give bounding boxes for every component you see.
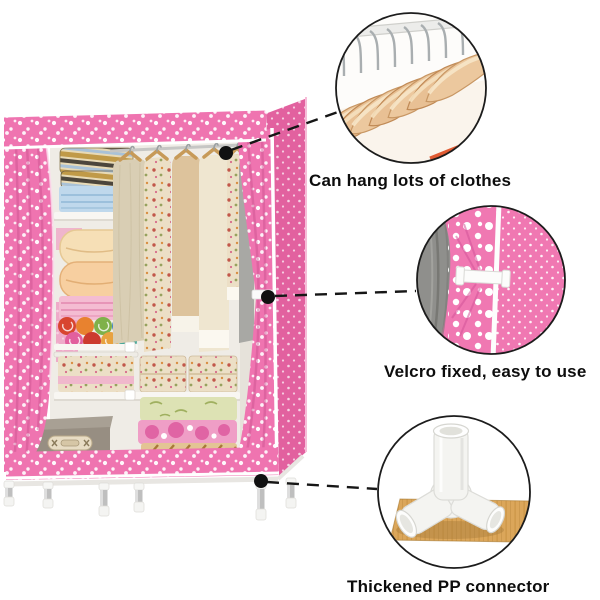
callout-circle-hangers xyxy=(335,12,487,164)
wardrobe xyxy=(3,95,307,521)
anchor-dot-hangers xyxy=(219,146,233,160)
legs xyxy=(3,454,305,521)
velcro-strap xyxy=(455,266,511,288)
clothes-rod xyxy=(109,143,243,153)
wardrobe-top-band xyxy=(3,107,267,150)
pp-connector xyxy=(395,423,506,538)
callout-leaders xyxy=(230,110,417,491)
caption-velcro: Velcro fixed, easy to use xyxy=(384,362,587,381)
caption-connector: Thickened PP connector xyxy=(347,577,550,596)
wardrobe-bottom-band xyxy=(5,447,280,480)
callout-circle-connector xyxy=(377,415,531,569)
leader-line-connector xyxy=(266,480,378,491)
callout-circle-velcro xyxy=(416,205,566,355)
shelf xyxy=(53,341,139,358)
left-curtain xyxy=(4,140,55,472)
caption-hangers: Can hang lots of clothes xyxy=(309,171,512,190)
anchor-dot-velcro xyxy=(261,290,275,304)
floral-folded-blankets xyxy=(58,355,238,393)
callout-anchors xyxy=(219,146,275,488)
anchor-dot-connector xyxy=(254,474,268,488)
right-curtain xyxy=(234,127,279,473)
leader-line-velcro xyxy=(274,289,417,298)
